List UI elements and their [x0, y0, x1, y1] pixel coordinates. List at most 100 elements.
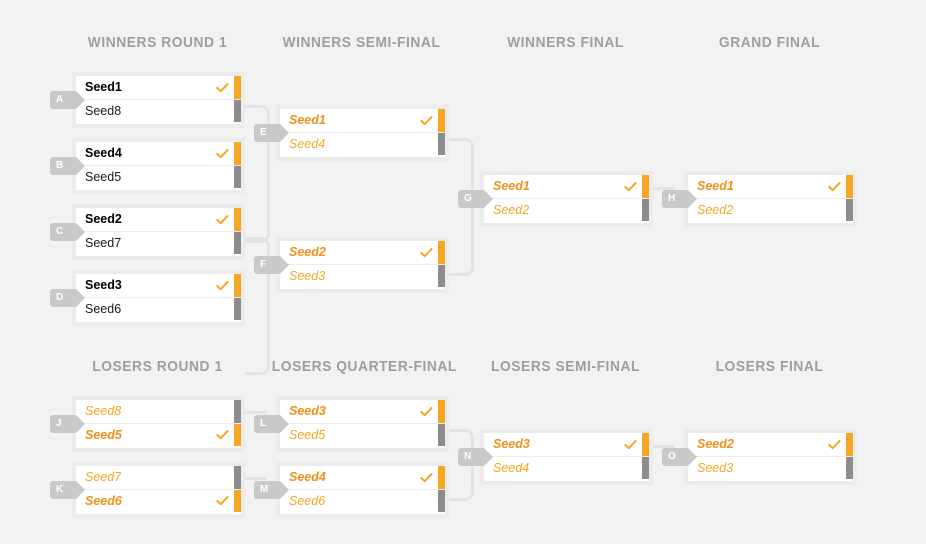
competitor-row[interactable]: Seed4 [280, 466, 445, 489]
round-title-losers-4: LOSERS FINAL [715, 358, 824, 375]
competitor-row[interactable]: Seed7 [76, 231, 241, 254]
connector-4 [653, 187, 675, 190]
connector-6 [245, 477, 267, 480]
competitor-row[interactable]: Seed2 [688, 198, 853, 221]
competitor-row[interactable]: Seed6 [76, 297, 241, 320]
check-icon [420, 406, 433, 417]
match-tag-E: E [254, 124, 289, 142]
competitor-row[interactable]: Seed2 [688, 433, 853, 456]
match-tag-K: K [50, 481, 85, 499]
check-icon [216, 82, 229, 93]
winner-bar [438, 466, 445, 489]
loser-bar [438, 133, 445, 155]
loser-bar [234, 466, 241, 489]
loser-bar [438, 265, 445, 287]
competitor-row[interactable]: Seed2 [76, 208, 241, 231]
competitor-row[interactable]: Seed2 [484, 198, 649, 221]
competitor-row[interactable]: Seed4 [484, 456, 649, 479]
competitor-name: Seed6 [289, 494, 326, 508]
competitor-row[interactable]: Seed5 [76, 423, 241, 446]
competitor-name: Seed4 [289, 137, 326, 151]
winner-bar [846, 433, 853, 456]
match-tag-G: G [458, 190, 493, 208]
competitor-row[interactable]: Seed5 [280, 423, 445, 446]
check-icon [420, 247, 433, 258]
round-title-winners-3: WINNERS FINAL [507, 34, 624, 51]
competitor-row[interactable]: Seed2 [280, 241, 445, 264]
competitor-row[interactable]: Seed8 [76, 99, 241, 122]
competitor-name: Seed2 [289, 246, 326, 259]
competitor-row[interactable]: Seed3 [76, 274, 241, 297]
match-tag-B: B [50, 157, 85, 175]
competitor-row[interactable]: Seed1 [280, 109, 445, 132]
competitor-name: Seed2 [85, 213, 122, 226]
winner-bar [234, 142, 241, 165]
competitor-name: Seed1 [289, 114, 326, 127]
competitor-name: Seed5 [85, 428, 122, 442]
competitor-row[interactable]: Seed3 [484, 433, 649, 456]
round-title-losers-3: LOSERS SEMI-FINAL [491, 358, 640, 375]
competitor-row[interactable]: Seed3 [280, 400, 445, 423]
match-tag-L: L [254, 415, 289, 433]
match-tag-D: D [50, 289, 85, 307]
competitor-row[interactable]: Seed3 [280, 264, 445, 287]
winner-bar [642, 175, 649, 198]
competitor-name: Seed4 [289, 471, 326, 484]
competitor-row[interactable]: Seed6 [76, 489, 241, 512]
match-tag-H: H [662, 190, 697, 208]
competitor-row[interactable]: Seed5 [76, 165, 241, 188]
competitor-row[interactable]: Seed6 [280, 489, 445, 512]
loser-bar [234, 232, 241, 254]
connector-1 [245, 105, 270, 243]
competitor-row[interactable]: Seed8 [76, 400, 241, 423]
check-icon [828, 181, 841, 192]
check-icon [216, 496, 229, 506]
round-title-losers-2: LOSERS QUARTER-FINAL [271, 358, 457, 375]
competitor-row[interactable]: Seed1 [484, 175, 649, 198]
competitor-name: Seed6 [85, 494, 122, 508]
competitor-row[interactable]: Seed4 [76, 142, 241, 165]
check-icon [216, 280, 229, 291]
competitor-row[interactable]: Seed3 [688, 456, 853, 479]
competitor-name: Seed7 [85, 236, 122, 250]
round-title-winners-4: GRAND FINAL [718, 34, 821, 51]
loser-bar [234, 400, 241, 423]
winner-bar [234, 274, 241, 297]
loser-bar [234, 166, 241, 188]
competitor-name: Seed6 [85, 302, 122, 316]
check-icon [216, 148, 229, 159]
competitor-row[interactable]: Seed1 [76, 76, 241, 99]
connector-8 [653, 445, 675, 448]
loser-bar [846, 199, 853, 221]
competitor-name: Seed7 [85, 471, 122, 484]
competitor-row[interactable]: Seed1 [688, 175, 853, 198]
winner-bar [642, 433, 649, 456]
competitor-row[interactable]: Seed4 [280, 132, 445, 155]
round-title-losers-1: LOSERS ROUND 1 [92, 358, 223, 375]
competitor-row[interactable]: Seed7 [76, 466, 241, 489]
